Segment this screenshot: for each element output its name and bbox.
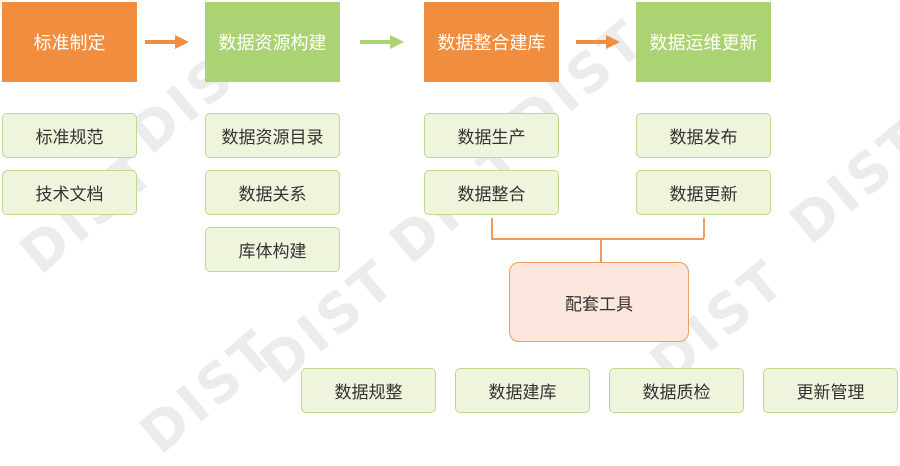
item-data-production: 数据生产 — [424, 113, 559, 158]
tool-update-manage: 更新管理 — [763, 368, 898, 413]
tool-quality-check: 数据质检 — [609, 368, 744, 413]
item-data-integration: 数据整合 — [424, 170, 559, 215]
item-standard-spec: 标准规范 — [2, 113, 137, 158]
stage-resource-build: 数据资源构建 — [205, 2, 340, 82]
item-tech-docs: 技术文档 — [2, 170, 137, 215]
item-data-publish: 数据发布 — [636, 113, 771, 158]
stage-standard: 标准制定 — [2, 2, 137, 82]
connector-line — [491, 218, 493, 238]
connector-line — [491, 238, 704, 240]
item-resource-catalog: 数据资源目录 — [205, 113, 340, 158]
arrow-right-icon — [145, 35, 189, 49]
arrow-right-icon — [360, 35, 404, 49]
tool-db-build: 数据建库 — [455, 368, 590, 413]
tool-data-normalize: 数据规整 — [301, 368, 436, 413]
connector-line — [703, 218, 705, 238]
item-db-build: 库体构建 — [205, 227, 340, 272]
watermark: DIST — [778, 107, 900, 256]
supporting-tools: 配套工具 — [509, 262, 689, 342]
stage-maintenance: 数据运维更新 — [636, 2, 771, 82]
connector-line — [600, 238, 602, 262]
item-data-update: 数据更新 — [636, 170, 771, 215]
item-data-relations: 数据关系 — [205, 170, 340, 215]
arrow-right-icon — [576, 35, 620, 49]
stage-integration: 数据整合建库 — [424, 2, 559, 82]
watermark: DIST — [128, 317, 289, 466]
